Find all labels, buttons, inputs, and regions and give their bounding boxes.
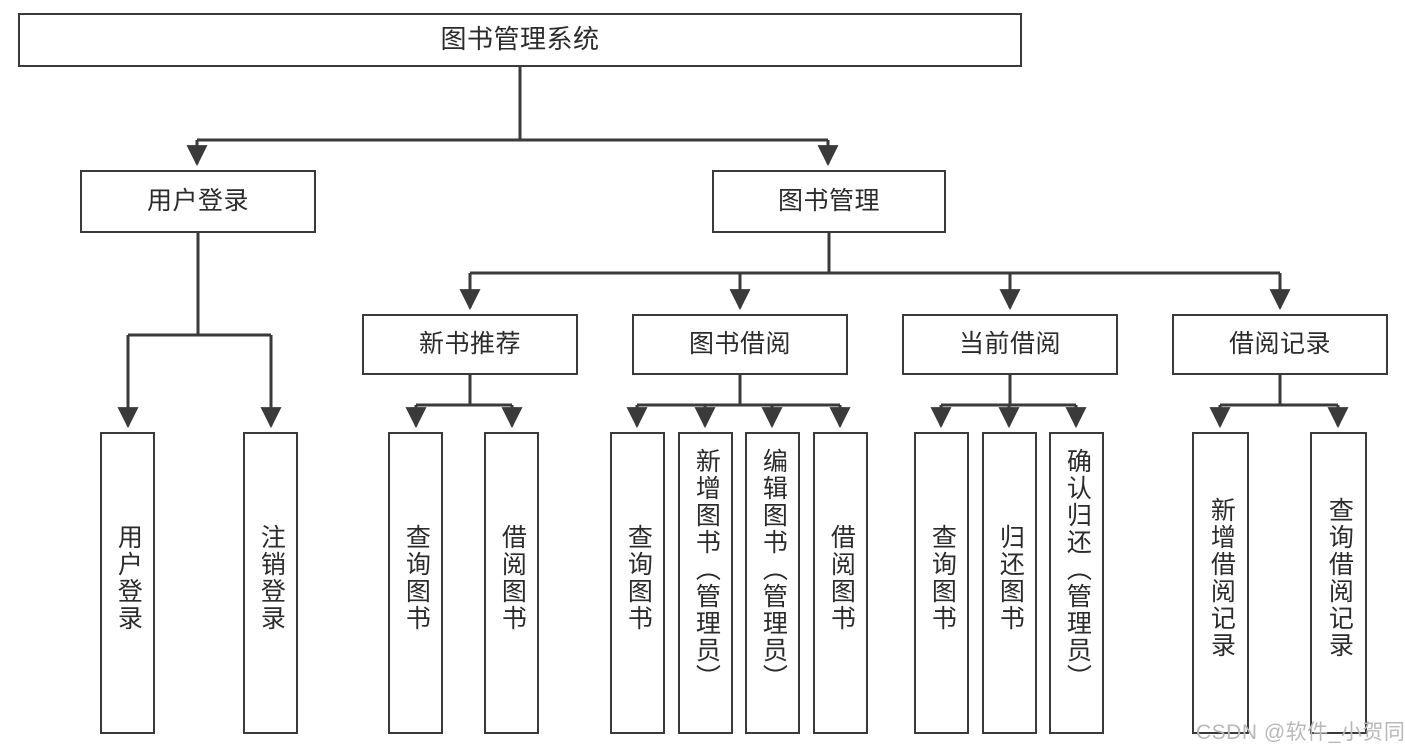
node-new-book-recommend[interactable]: 新书推荐 xyxy=(362,314,578,375)
node-book-management-label: 图书管理 xyxy=(777,187,880,216)
node-user-login-label: 用户登录 xyxy=(146,187,249,216)
leaf-add-book-admin-label: 新增图书（管理员） xyxy=(692,448,721,691)
leaf-edit-book-admin-label: 编辑图书（管理员） xyxy=(759,448,788,691)
node-current-borrow[interactable]: 当前借阅 xyxy=(902,314,1118,375)
leaf-add-borrow-record-label: 新增借阅记录 xyxy=(1207,497,1236,659)
leaf-confirm-return-admin-label: 确认归还（管理员） xyxy=(1063,448,1092,691)
leaf-add-book-admin[interactable]: 新增图书（管理员） xyxy=(678,432,733,734)
leaf-query-book-current-label: 查询图书 xyxy=(928,524,957,632)
leaf-user-login[interactable]: 用户登录 xyxy=(100,432,155,734)
leaf-query-book-borrow-label: 查询图书 xyxy=(624,524,653,632)
leaf-borrow-book-new[interactable]: 借阅图书 xyxy=(484,432,539,734)
node-root-label: 图书管理系统 xyxy=(440,24,600,55)
leaf-query-borrow-record-label: 查询借阅记录 xyxy=(1325,497,1354,659)
leaf-return-book[interactable]: 归还图书 xyxy=(982,432,1037,734)
leaf-return-book-label: 归还图书 xyxy=(996,524,1025,632)
leaf-user-login-label: 用户登录 xyxy=(114,524,143,632)
leaf-confirm-return-admin[interactable]: 确认归还（管理员） xyxy=(1049,432,1104,734)
leaf-borrow-book-label: 借阅图书 xyxy=(827,524,856,632)
node-new-book-recommend-label: 新书推荐 xyxy=(418,330,521,359)
leaf-query-book-new[interactable]: 查询图书 xyxy=(388,432,443,734)
leaf-borrow-book[interactable]: 借阅图书 xyxy=(813,432,868,734)
node-user-login[interactable]: 用户登录 xyxy=(80,170,316,233)
node-root[interactable]: 图书管理系统 xyxy=(18,13,1022,67)
leaf-logout[interactable]: 注销登录 xyxy=(243,432,298,734)
node-borrow-records[interactable]: 借阅记录 xyxy=(1172,314,1388,375)
node-current-borrow-label: 当前借阅 xyxy=(958,330,1061,359)
leaf-query-book-current[interactable]: 查询图书 xyxy=(914,432,969,734)
leaf-query-book-new-label: 查询图书 xyxy=(402,524,431,632)
leaf-borrow-book-new-label: 借阅图书 xyxy=(498,524,527,632)
node-borrow-records-label: 借阅记录 xyxy=(1228,330,1331,359)
leaf-query-book-borrow[interactable]: 查询图书 xyxy=(610,432,665,734)
node-book-borrow-label: 图书借阅 xyxy=(688,330,791,359)
leaf-add-borrow-record[interactable]: 新增借阅记录 xyxy=(1192,432,1249,734)
leaf-query-borrow-record[interactable]: 查询借阅记录 xyxy=(1310,432,1367,734)
node-book-management[interactable]: 图书管理 xyxy=(712,170,946,233)
leaf-logout-label: 注销登录 xyxy=(257,524,286,632)
leaf-edit-book-admin[interactable]: 编辑图书（管理员） xyxy=(745,432,800,734)
node-book-borrow[interactable]: 图书借阅 xyxy=(632,314,848,375)
csdn-watermark: CSDN @软件_小贺同学 xyxy=(1196,721,1405,744)
